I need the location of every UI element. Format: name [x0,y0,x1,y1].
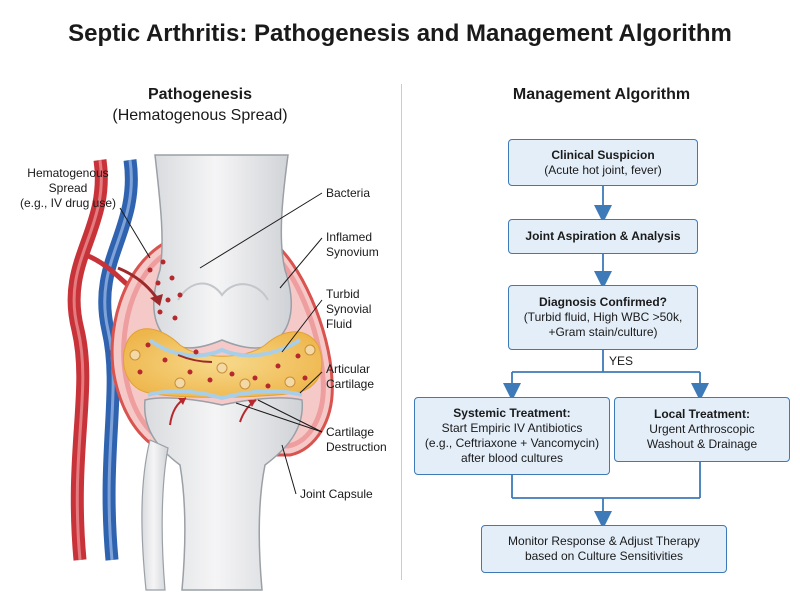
joint-aspiration-title: Joint Aspiration & Analysis [525,229,681,243]
systemic-line2: (e.g., Ceftriaxone + Vancomycin) [424,436,600,450]
inflamed-synovium-line2: Synovium [326,245,379,259]
systemic-treatment-box: Systemic Treatment: Start Empiric IV Ant… [414,397,610,475]
cartilage-destruction-label: Cartilage Destruction [326,425,387,455]
femur-bone [153,154,292,349]
fibula-bone [141,439,169,591]
clinical-suspicion-box: Clinical Suspicion (Acute hot joint, fev… [508,139,698,186]
local-line1: Urgent Arthroscopic [649,422,755,436]
systemic-line1: Start Empiric IV Antibiotics [441,421,583,435]
articular-cartilage-label: Articular Cartilage [326,362,374,392]
white-blood-cells [129,344,316,390]
cartilage-destruction-line2: Destruction [326,440,387,454]
clinical-suspicion-detail: (Acute hot joint, fever) [544,162,662,177]
articular-cartilage-upper [148,338,302,358]
local-line2: Washout & Drainage [646,437,758,451]
diagnosis-title: Diagnosis Confirmed? [538,295,667,309]
monitor-line2: based on Culture Sensitivities [524,549,684,563]
tibia-bone [143,397,303,591]
bacteria-label: Bacteria [326,186,371,200]
cartilage-destruction-line1: Cartilage [326,425,375,439]
section-divider [401,84,402,580]
joint-aspiration-box: Joint Aspiration & Analysis [508,219,698,254]
hematogenous-spread-label: Hematogenous Spread (e.g., IV drug use) [8,166,128,211]
systemic-treatment-title: Systemic Treatment: [453,406,571,420]
artery-vessel-highlight [72,159,103,561]
clinical-suspicion-title: Clinical Suspicion [551,147,655,162]
diagnosis-detail-line2: +Gram stain/culture) [548,325,658,339]
local-treatment-title: Local Treatment: [653,407,751,421]
hematogenous-line1: Hematogenous [27,166,109,180]
monitor-response-box: Monitor Response & Adjust Therapy based … [481,525,727,573]
pathogenesis-subheading: (Hematogenous Spread) [112,107,288,124]
inflamed-synovium-label: Inflamed Synovium [326,230,379,260]
page-title: Septic Arthritis: Pathogenesis and Manag… [68,20,732,47]
hematogenous-line2: Spread [48,181,88,195]
bacteria-dots [137,259,308,389]
pathogenesis-heading: Pathogenesis [147,86,253,103]
monitor-line1: Monitor Response & Adjust Therapy [508,534,700,548]
turbid-fluid-label: Turbid Synovial Fluid [326,287,371,332]
diagnosis-detail-line1: (Turbid fluid, High WBC >50k, [523,310,683,324]
joint-capsule-label: Joint Capsule [300,487,373,501]
turbid-fluid-line3: Fluid [326,317,353,331]
diagnosis-box: Diagnosis Confirmed? (Turbid fluid, High… [508,285,698,350]
turbid-fluid-line1: Turbid [326,287,360,301]
articular-cartilage-lower [147,389,303,401]
knee-joint-illustration [67,154,334,591]
yes-label: YES [609,354,634,368]
turbid-fluid-line2: Synovial [326,302,372,316]
pathogenesis-heading-block: Pathogenesis (Hematogenous Spread) [0,84,400,126]
local-treatment-box: Local Treatment: Urgent Arthroscopic Was… [614,397,790,462]
inflamed-synovium-line1: Inflamed [326,230,373,244]
articular-cartilage-line1: Articular [326,362,371,376]
hematogenous-line3: (e.g., IV drug use) [19,196,117,210]
articular-cartilage-line2: Cartilage [326,377,375,391]
algorithm-heading: Management Algorithm [512,86,691,103]
systemic-line3: after blood cultures [460,451,564,465]
